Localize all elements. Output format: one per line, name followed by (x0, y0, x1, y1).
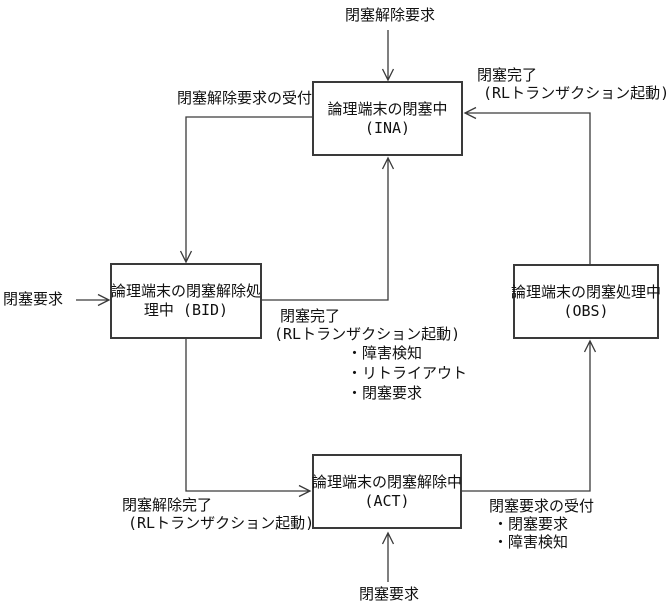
state-box-ina: 論理端末の閉塞中 (INA) (312, 81, 463, 156)
arrow-block-request-entry-bottom (381, 531, 395, 582)
label-br-bullet-fault-detect: ・障害検知 (493, 533, 569, 551)
label-br-bullet-block-request: ・閉塞要求 (493, 515, 569, 533)
state-bid-code: 理中 (BID) (143, 301, 229, 319)
label-block-complete-right-line1: 閉塞完了 (477, 66, 538, 84)
state-bid-name: 論理端末の閉塞解除処 (111, 282, 262, 300)
label-unblock-complete-line1: 閉塞解除完了 (122, 496, 213, 514)
state-act-code: (ACT) (364, 491, 410, 510)
label-block-request-bottom: 閉塞要求 (359, 585, 420, 603)
arrow-unblock-request-entry (381, 30, 395, 82)
state-ina-name: 論理端末の閉塞中 (327, 99, 448, 118)
label-unblock-complete-line2: (RLトランザクション起動) (128, 514, 315, 532)
label-unblock-request-accepted: 閉塞解除要求の受付 (177, 89, 313, 107)
label-unblock-request-top: 閉塞解除要求 (345, 6, 436, 24)
state-box-bid: 論理端末の閉塞解除処 理中 (BID) (110, 263, 262, 339)
state-box-act: 論理端末の閉塞解除中 (ACT) (312, 454, 462, 529)
label-block-request-accepted: 閉塞要求の受付 (489, 497, 595, 515)
label-block-complete-mid-line2: (RLトランザクション起動) (274, 325, 461, 343)
state-act-name: 論理端末の閉塞解除中 (312, 472, 463, 491)
arrow-bid-to-ina (262, 156, 395, 301)
state-obs-code: (OBS) (563, 301, 609, 320)
arrow-block-request-entry-left (76, 293, 111, 307)
arrow-obs-to-ina (463, 106, 591, 264)
label-block-complete-mid-line1: 閉塞完了 (280, 307, 341, 325)
arrow-ina-to-bid (179, 116, 312, 264)
state-ina-code: (INA) (364, 118, 411, 137)
arrow-bid-to-act (185, 339, 312, 498)
label-block-complete-right-line2: (RLトランザクション起動) (483, 84, 668, 102)
label-mid-bullet-fault-detect: ・障害検知 (347, 344, 423, 362)
label-mid-bullet-block-request: ・閉塞要求 (347, 384, 423, 402)
state-box-obs: 論理端末の閉塞処理中 (OBS) (511, 264, 662, 339)
state-obs-name: 論理端末の閉塞処理中 (511, 282, 662, 301)
label-mid-bullet-retry-out: ・リトライアウト (347, 364, 468, 382)
arrow-act-to-obs (462, 339, 597, 492)
label-block-request-left: 閉塞要求 (3, 290, 64, 308)
